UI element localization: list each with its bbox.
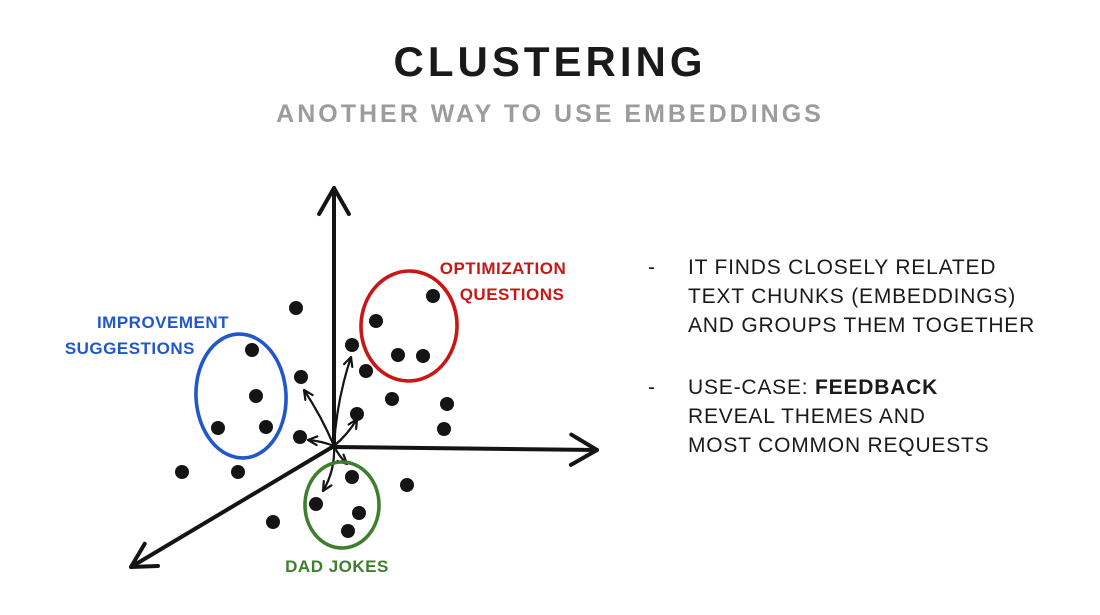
bullet-text: USE-CASE: FEEDBACK REVEAL THEMES AND MOST …: [688, 373, 989, 460]
bullet-item-2: - USE-CASE: FEEDBACK REVEAL THEMES AND MOST…: [648, 373, 1088, 460]
bullet-segment: REVEAL THEMES AND: [688, 405, 926, 428]
origin-vector-arrow: [321, 444, 336, 493]
bullet-line: TEXT CHUNKS (EMBEDDINGS): [688, 282, 1035, 311]
cluster-ellipse-dad-jokes: [303, 460, 381, 550]
clustering-scatter-diagram: IMPROVEMENT SUGGESTIONS OPTIMIZATION QUESTI…: [65, 186, 599, 576]
embedding-dot: [440, 397, 454, 411]
embedding-dot: [245, 343, 259, 357]
embedding-dot: [175, 465, 189, 479]
page-subtitle: ANOTHER WAY TO USE EMBEDDINGS: [276, 100, 824, 128]
z-axis-arrowhead-icon: [129, 541, 160, 569]
cluster-label-optimization-questions: QUESTIONS: [460, 285, 565, 304]
bullet-segment: MOST COMMON REQUESTS: [688, 434, 990, 457]
bullet-line: REVEAL THEMES AND: [688, 402, 989, 431]
vector-arrowhead-icon: [302, 388, 314, 402]
embedding-dot: [437, 422, 451, 436]
embedding-dot: [426, 289, 440, 303]
bullet-marker: -: [648, 376, 656, 399]
bullet-segment: IT FINDS CLOSELY RELATED: [688, 256, 997, 279]
origin-vector-arrow: [302, 388, 336, 448]
bullet-line: USE-CASE: FEEDBACK: [688, 373, 989, 402]
embedding-dot: [345, 470, 359, 484]
z-axis: [129, 444, 336, 569]
embedding-dot: [289, 301, 303, 315]
embedding-dot: [294, 370, 308, 384]
embedding-dot: [266, 515, 280, 529]
bullet-segment: AND GROUPS THEM TOGETHER: [688, 314, 1036, 337]
cluster-label-improvement-suggestions: SUGGESTIONS: [65, 339, 195, 358]
origin-vector-arrow: [332, 417, 359, 448]
bullet-line: AND GROUPS THEM TOGETHER: [688, 311, 1035, 340]
x-axis: [332, 445, 599, 452]
embedding-dot: [369, 314, 383, 328]
embedding-dot: [359, 364, 373, 378]
cluster-ellipse-improvement-suggestions: [194, 332, 288, 460]
bullet-item-1: - IT FINDS CLOSELY RELATED TEXT CHUNKS (EM…: [648, 253, 1088, 340]
cluster-label-dad-jokes: DAD JOKES: [285, 557, 389, 576]
cluster-ellipse-optimization-questions: [359, 269, 459, 383]
bullet-segment: TEXT CHUNKS (EMBEDDINGS): [688, 285, 1017, 308]
embedding-dot: [309, 497, 323, 511]
embedding-dot: [352, 506, 366, 520]
embedding-dot: [211, 421, 225, 435]
embedding-dot: [341, 524, 355, 538]
bullet-segment: USE-CASE:: [688, 376, 816, 399]
embedding-dot: [350, 407, 364, 421]
vector-arrowhead-icon: [342, 355, 354, 369]
x-axis-arrowhead-icon: [568, 432, 599, 467]
page-title: CLUSTERING: [393, 38, 707, 85]
bullet-segment-bold: FEEDBACK: [815, 376, 939, 399]
cluster-label-optimization-questions: OPTIMIZATION: [440, 259, 567, 278]
embedding-dot: [416, 349, 430, 363]
cluster-label-improvement-suggestions: IMPROVEMENT: [97, 313, 229, 332]
embedding-dot: [400, 478, 414, 492]
embedding-dot: [231, 465, 245, 479]
bullet-list: - IT FINDS CLOSELY RELATED TEXT CHUNKS (EM…: [648, 253, 1088, 493]
bullet-line: IT FINDS CLOSELY RELATED: [688, 253, 1035, 282]
y-axis-arrowhead-icon: [317, 186, 351, 217]
bullet-line: MOST COMMON REQUESTS: [688, 431, 989, 460]
origin-vector-arrow: [332, 355, 353, 448]
bullet-text: IT FINDS CLOSELY RELATED TEXT CHUNKS (EMB…: [688, 253, 1035, 340]
embedding-dot: [249, 389, 263, 403]
vector-arrowhead-icon: [321, 479, 333, 493]
bullet-marker: -: [648, 256, 656, 279]
embedding-dot: [345, 338, 359, 352]
embedding-dot: [385, 392, 399, 406]
embedding-dot: [259, 420, 273, 434]
vector-arrowhead-icon: [306, 435, 319, 447]
embedding-dot: [293, 430, 307, 444]
embedding-dot: [391, 348, 405, 362]
